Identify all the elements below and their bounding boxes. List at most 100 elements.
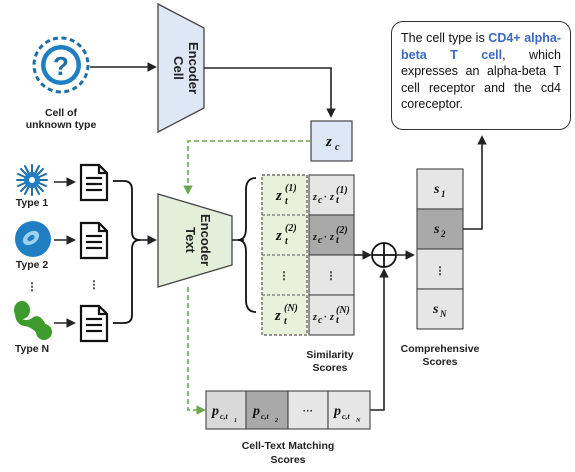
type-1-cell-icon [16,164,48,196]
text-embeddings-brace [237,177,257,313]
type-2-cell-icon [15,221,51,257]
text-embedding-ellipsis: ⋮ [279,270,290,282]
type-2-label: Type 2 [16,259,49,271]
similarity-ellipsis: ⋮ [326,270,337,282]
comprehensive-label-line2: Scores [422,356,457,368]
svg-text:z: z [274,308,281,324]
svg-text:·: · [324,192,327,203]
svg-text:c: c [318,315,323,326]
svg-text:t: t [336,195,340,206]
text-encoder-label-line1: Text [183,227,198,253]
comprehensive-label-line1: Comprehensive [401,343,480,355]
zc-subscript: c [335,142,340,153]
svg-text:2: 2 [440,229,446,239]
types-ellipsis: ⋮ [27,281,38,293]
svg-text:(N): (N) [284,303,298,314]
answer-prefix: The cell type is [401,31,489,45]
svg-text:c,t: c,t [261,412,270,421]
text-encoder-block [157,193,233,288]
similarity-label-line2: Scores [312,362,347,374]
answer-cell-type: CD4+ alpha-beta T cell [401,31,561,62]
answer-suffix: , which expresses an alpha-beta T cell r… [401,47,561,112]
svg-text:z: z [329,312,334,323]
svg-text:1: 1 [234,418,237,424]
text-embedding-column [261,174,308,336]
svg-text:p: p [333,404,341,419]
svg-text:z: z [329,232,334,243]
svg-text:t: t [336,235,340,246]
text-embedding-1: z (1) t [275,183,297,207]
svg-text:2: 2 [274,418,278,424]
document-icon-2 [79,221,109,260]
type-n-cell-icon [14,301,52,340]
dashed-arrow-zc-to-text-encoder [183,140,311,195]
svg-text:·: · [324,232,327,243]
text-embedding-2: z (2) t [275,223,297,247]
documents-bracket [113,180,141,324]
svg-text:?: ? [53,51,69,81]
dashed-arrow-to-matching [187,287,206,415]
svg-text:s: s [433,222,440,237]
similarity-cell-2: z c · z (2) t [312,225,348,246]
svg-text:z: z [312,232,317,243]
predicted-cell-type-box: The cell type is CD4+ alpha-beta T cell,… [391,21,571,130]
svg-text:c: c [318,235,323,246]
svg-text:t: t [285,196,289,207]
svg-text:c,t: c,t [220,412,229,421]
svg-text:t: t [336,315,340,326]
svg-text:c,t: c,t [342,412,351,421]
cell-encoder-label-line2: Encoder [186,42,201,94]
svg-text:N: N [355,418,361,424]
unknown-cell-icon: ? [32,36,90,94]
svg-text:(2): (2) [336,225,348,236]
unknown-cell-label-line2: unknown type [26,119,97,131]
cell-encoder-block [157,2,205,134]
arrow-top-score-to-answer [463,135,487,230]
svg-text:N: N [439,309,447,319]
type-n-label: Type N [15,343,49,355]
text-encoder-label-line2: Encoder [198,214,213,266]
text-embedding-n: z (N) t [274,303,298,327]
svg-text:(N): (N) [336,305,350,316]
cell-encoder-label-line1: Cell [171,56,186,80]
svg-text:s: s [432,302,439,317]
sum-operator-icon [371,242,397,268]
comprehensive-score-1: s 1 [433,182,446,199]
comprehensive-score-2: s 2 [433,222,446,239]
matching-label-line1: Cell-Text Matching [242,440,335,452]
similarity-cell-n: z c · z (N) t [312,305,350,326]
svg-text:z: z [312,192,317,203]
matching-score-n: p c,t N [333,404,361,424]
svg-text:t: t [285,236,289,247]
svg-text:c: c [318,195,323,206]
svg-text:z: z [312,312,317,323]
svg-text:(1): (1) [336,185,348,196]
matching-label-line2: Scores [270,454,305,466]
matching-score-2: p c,t 2 [252,404,278,424]
document-icon-n [79,304,109,343]
svg-text:z: z [329,192,334,203]
comprehensive-ellipsis: ⋮ [435,265,446,277]
svg-text:p: p [211,404,219,419]
svg-text:(2): (2) [285,223,297,234]
svg-text:p: p [252,404,260,419]
svg-text:s: s [433,182,440,197]
zc-box [310,120,353,162]
unknown-cell-label-line1: Cell of [45,107,78,119]
similarity-label-line1: Similarity [306,349,353,361]
zc-symbol: z [325,134,332,150]
arrow-matching-to-sum [370,268,389,411]
svg-text:·: · [324,312,327,323]
comprehensive-column [416,168,464,330]
matching-ellipsis: ··· [303,405,314,417]
documents-ellipsis: ⋮ [89,279,100,291]
svg-text:z: z [275,228,282,244]
document-icon-1 [79,163,109,202]
similarity-column [308,174,355,336]
arrow-encoder-to-zc [204,67,336,118]
svg-text:t: t [284,316,288,327]
comprehensive-score-n: s N [432,302,447,319]
svg-text:(1): (1) [285,183,297,194]
svg-text:1: 1 [441,189,446,199]
